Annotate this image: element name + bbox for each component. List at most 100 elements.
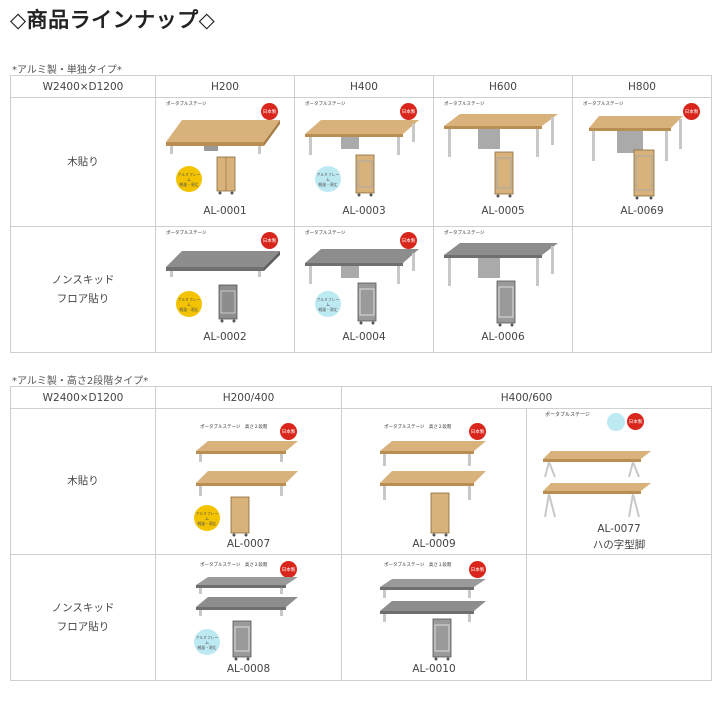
- height-header: H200: [155, 75, 295, 98]
- stage-nonskid-image: [305, 249, 419, 284]
- made-in-japan-badge: 日本製: [280, 423, 297, 440]
- product-code: AL-0006: [481, 331, 525, 343]
- made-in-japan-badge: 日本製: [261, 103, 278, 120]
- product-cell[interactable]: ポータブルステージ 日本製 アルミフレーム軽量・頑丈 AL-0001: [155, 97, 295, 227]
- made-in-japan-badge: 日本製: [280, 561, 297, 578]
- folded-stage-image: [230, 496, 250, 537]
- aluminum-frame-bubble: アルミフレーム軽量・頑丈: [315, 166, 341, 192]
- product-caption: ポータブルステージ 高さ２段階: [384, 425, 452, 430]
- stage-wood-image: [589, 116, 683, 161]
- stage-wood-a-frame-image: [543, 451, 651, 518]
- product-caption: ポータブルステージ 高さ２段階: [200, 425, 268, 430]
- aluminum-frame-bubble: アルミフレーム軽量・頑丈: [176, 291, 202, 317]
- product-cell[interactable]: ポータブルステージ 日本製 AL-0069: [572, 97, 712, 227]
- product-code: AL-0069: [620, 205, 664, 217]
- product-cell-inner: ポータブルステージ AL-0005: [434, 98, 572, 226]
- folded-stage-image: [430, 492, 450, 537]
- row-header-nonskid: ノンスキッド フロア貼り: [10, 554, 156, 681]
- product-caption: ポータブルステージ: [166, 102, 207, 107]
- product-caption: ポータブルステージ: [444, 231, 485, 236]
- height-header: H400/600: [340, 386, 713, 409]
- lineup-table-two-step: W2400×D1200 H200/400 H400/600 木貼り ポータブルス…: [10, 386, 713, 681]
- product-code: AL-0002: [203, 331, 247, 343]
- height-header: H200/400: [155, 386, 342, 409]
- product-code: AL-0009: [412, 538, 456, 550]
- made-in-japan-badge: 日本製: [469, 423, 486, 440]
- stage-wood-image: [444, 114, 558, 157]
- product-code: AL-0004: [342, 331, 386, 343]
- product-cell-inner: ポータブルステージ 高さ２段階 日本製 アルミフレーム軽量・頑丈 AL-0008: [156, 555, 341, 680]
- height-header: H400: [294, 75, 434, 98]
- product-cell[interactable]: ポータブルステージ 日本製 アルミフレーム軽量・頑丈 AL-0003: [294, 97, 434, 227]
- product-cell-inner: ポータブルステージ 日本製 アルミフレーム軽量・頑丈 AL-0002: [156, 227, 294, 352]
- product-cell-inner: ポータブルステージ 日本製 AL-0077 ハの字型脚: [527, 409, 711, 554]
- product-cell[interactable]: ポータブルステージ 高さ１段階 日本製 AL-0010: [341, 554, 527, 681]
- row-header-wood: 木貼り: [10, 97, 156, 227]
- product-caption: ポータブルステージ: [545, 412, 590, 418]
- product-caption: ポータブルステージ: [166, 231, 207, 236]
- row-header-line: ノンスキッド: [51, 601, 115, 614]
- stage-nonskid-two-step-image: [380, 579, 486, 622]
- folded-stage-image: [496, 280, 516, 327]
- stage-wood-image: [305, 120, 419, 155]
- made-in-japan-badge: 日本製: [400, 232, 417, 249]
- product-code: AL-0008: [226, 663, 271, 675]
- stage-nonskid-image: [444, 243, 558, 286]
- product-cell[interactable]: ポータブルステージ 高さ２段階 日本製 アルミフレーム軽量・頑丈 AL-0007: [155, 408, 342, 555]
- product-code: AL-0007: [226, 538, 271, 550]
- row-header-line: フロア貼り: [56, 620, 110, 633]
- made-in-japan-badge: 日本製: [627, 413, 644, 430]
- empty-cell: [572, 226, 712, 353]
- aluminum-frame-bubble: アルミフレーム軽量・頑丈: [194, 505, 220, 531]
- row-header-line: 木貼り: [67, 155, 99, 168]
- row-header-nonskid: ノンスキッド フロア貼り: [10, 226, 156, 353]
- aluminum-frame-bubble: アルミフレーム軽量・頑丈: [315, 291, 341, 317]
- aluminum-frame-bubble: [607, 413, 625, 431]
- made-in-japan-badge: 日本製: [683, 103, 700, 120]
- product-note: ハの字型脚: [592, 539, 646, 551]
- section1-label: *アルミ製・単独タイプ*: [12, 65, 122, 76]
- product-cell[interactable]: ポータブルステージ AL-0005: [433, 97, 573, 227]
- page-title: ◇商品ラインナップ◇: [10, 8, 216, 32]
- row-header-wood: 木貼り: [10, 408, 156, 555]
- lineup-table-single: W2400×D1200 H200 H400 H600 H800 木貼り ポータブ…: [10, 75, 712, 353]
- aluminum-frame-bubble: アルミフレーム軽量・頑丈: [176, 166, 202, 192]
- row-header-line: 木貼り: [67, 475, 99, 487]
- stage-wood-two-step-image: [196, 441, 298, 496]
- folded-stage-image: [218, 284, 238, 323]
- product-code: AL-0005: [481, 205, 525, 217]
- product-caption: ポータブルステージ: [305, 102, 346, 107]
- product-cell-inner: ポータブルステージ 高さ１段階 日本製 AL-0010: [342, 555, 526, 680]
- folded-stage-image: [357, 282, 377, 325]
- row-header-line: ノンスキッド: [51, 273, 115, 286]
- folded-stage-image: [216, 156, 236, 195]
- made-in-japan-badge: 日本製: [469, 561, 486, 578]
- product-cell-inner: ポータブルステージ 高さ２段階 日本製 アルミフレーム軽量・頑丈 AL-0007: [156, 409, 341, 554]
- product-cell[interactable]: ポータブルステージ 日本製 アルミフレーム軽量・頑丈 AL-0002: [155, 226, 295, 353]
- folded-stage-image: [633, 149, 655, 200]
- product-code: AL-0001: [203, 205, 247, 217]
- product-caption: ポータブルステージ 高さ１段階: [384, 563, 452, 568]
- product-cell-inner: ポータブルステージ 日本製 アルミフレーム軽量・頑丈 AL-0003: [295, 98, 433, 226]
- aluminum-frame-bubble: アルミフレーム軽量・頑丈: [194, 629, 220, 655]
- product-code: AL-0003: [342, 205, 386, 217]
- product-cell[interactable]: ポータブルステージ 高さ２段階 日本製 AL-0009: [341, 408, 527, 555]
- made-in-japan-badge: 日本製: [400, 103, 417, 120]
- product-cell-inner: ポータブルステージ 日本製 AL-0069: [573, 98, 711, 226]
- stage-wood-image: [166, 120, 280, 154]
- empty-cell: [525, 554, 713, 681]
- product-cell-inner: ポータブルステージ 高さ２段階 日本製 AL-0009: [342, 409, 526, 554]
- size-header: W2400×D1200: [10, 75, 156, 98]
- folded-stage-image: [232, 620, 252, 661]
- product-cell[interactable]: ポータブルステージ 日本製 AL-0077 ハの字型脚: [525, 408, 713, 555]
- product-cell[interactable]: ポータブルステージ 日本製 アルミフレーム軽量・頑丈 AL-0004: [294, 226, 434, 353]
- product-caption: ポータブルステージ 高さ２段階: [200, 563, 268, 568]
- row-header-line: フロア貼り: [56, 292, 110, 305]
- product-caption: ポータブルステージ: [583, 102, 624, 107]
- product-cell[interactable]: ポータブルステージ AL-0006: [433, 226, 573, 353]
- product-cell[interactable]: ポータブルステージ 高さ２段階 日本製 アルミフレーム軽量・頑丈 AL-0008: [155, 554, 342, 681]
- folded-stage-image: [355, 154, 375, 197]
- product-cell-inner: ポータブルステージ AL-0006: [434, 227, 572, 352]
- folded-stage-image: [432, 618, 452, 661]
- stage-nonskid-two-step-image: [196, 577, 298, 616]
